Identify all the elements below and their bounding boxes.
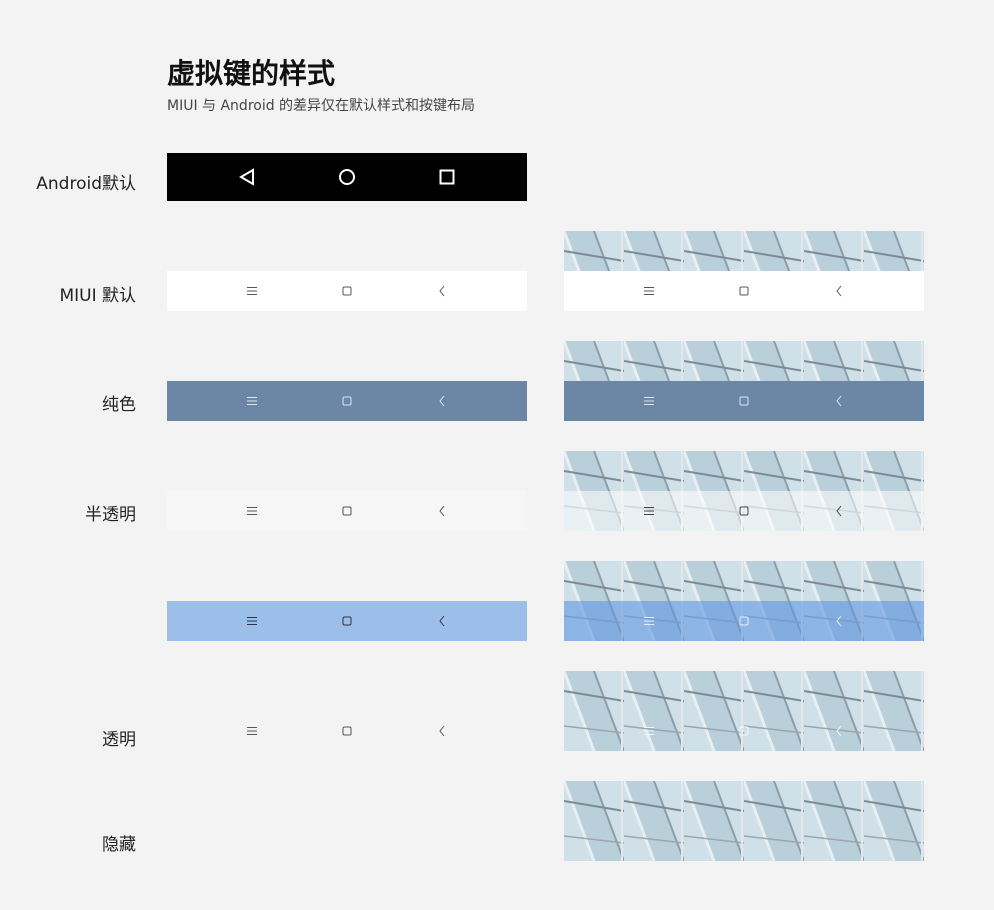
home-square-icon[interactable]: [340, 724, 354, 738]
photo-preview-clear: [564, 671, 924, 751]
home-square-icon[interactable]: [340, 614, 354, 628]
back-chevron-icon[interactable]: [435, 724, 449, 738]
menu-icon[interactable]: [642, 394, 656, 408]
back-chevron-icon[interactable]: [435, 614, 449, 628]
menu-icon[interactable]: [642, 724, 656, 738]
miui-default-bar: [167, 271, 527, 311]
row-label-miui: MIUI 默认: [59, 286, 136, 306]
menu-icon[interactable]: [642, 504, 656, 518]
row-label-clear: 透明: [102, 730, 136, 750]
photo-preview-hidden: [564, 781, 924, 861]
photo-preview-miui: [564, 231, 924, 311]
clear-bar: [167, 711, 527, 751]
menu-icon[interactable]: [642, 284, 656, 298]
home-square-icon[interactable]: [340, 504, 354, 518]
menu-icon[interactable]: [245, 284, 259, 298]
blue-semi-bar-overlay: [564, 601, 924, 641]
row-label-hidden: 隐藏: [102, 835, 136, 855]
back-chevron-icon[interactable]: [832, 394, 846, 408]
row-label-solid: 纯色: [102, 395, 136, 415]
home-square-icon[interactable]: [737, 394, 751, 408]
back-chevron-icon[interactable]: [435, 394, 449, 408]
menu-icon[interactable]: [642, 614, 656, 628]
photo-preview-blue: [564, 561, 924, 641]
home-square-icon[interactable]: [737, 504, 751, 518]
semi-bar: [167, 491, 527, 531]
photo-preview-semi: [564, 451, 924, 531]
back-triangle-icon[interactable]: [237, 167, 257, 187]
menu-icon[interactable]: [245, 394, 259, 408]
blue-semi-bar: [167, 601, 527, 641]
miui-default-bar-overlay: [564, 271, 924, 311]
solid-bar: [167, 381, 527, 421]
back-chevron-icon[interactable]: [832, 504, 846, 518]
home-circle-icon[interactable]: [337, 167, 357, 187]
home-square-icon[interactable]: [340, 394, 354, 408]
menu-icon[interactable]: [245, 614, 259, 628]
home-square-icon[interactable]: [340, 284, 354, 298]
back-chevron-icon[interactable]: [832, 724, 846, 738]
clear-bar-overlay: [564, 711, 924, 751]
home-square-icon[interactable]: [737, 614, 751, 628]
back-chevron-icon[interactable]: [435, 504, 449, 518]
back-chevron-icon[interactable]: [832, 284, 846, 298]
page-subtitle: MIUI 与 Android 的差异仅在默认样式和按键布局: [167, 98, 476, 114]
semi-bar-overlay: [564, 491, 924, 531]
menu-icon[interactable]: [245, 504, 259, 518]
photo-preview-solid: [564, 341, 924, 421]
home-square-icon[interactable]: [737, 284, 751, 298]
row-label-android: Android默认: [36, 174, 136, 194]
back-chevron-icon[interactable]: [832, 614, 846, 628]
recents-square-icon[interactable]: [437, 167, 457, 187]
back-chevron-icon[interactable]: [435, 284, 449, 298]
home-square-icon[interactable]: [737, 724, 751, 738]
menu-icon[interactable]: [245, 724, 259, 738]
solid-bar-overlay: [564, 381, 924, 421]
row-label-semi: 半透明: [85, 505, 136, 525]
page-title: 虚拟键的样式: [167, 57, 336, 90]
android-nav-bar: [167, 153, 527, 201]
